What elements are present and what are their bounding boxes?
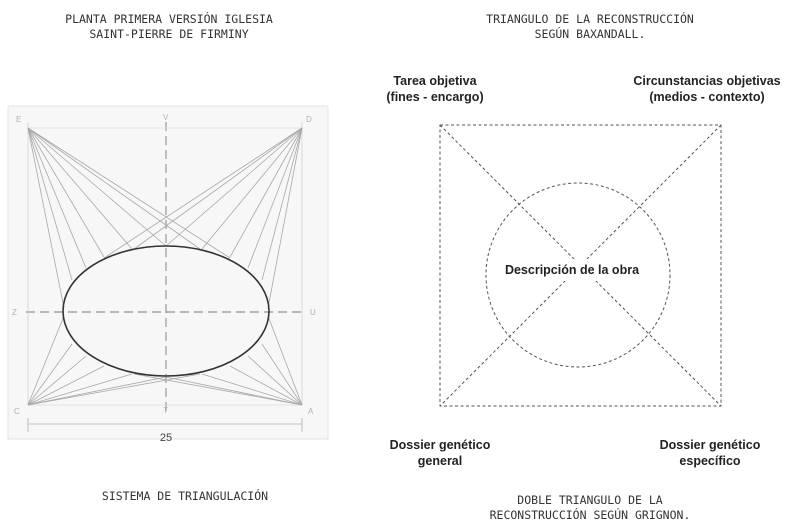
right-title-line-2: SEGÚN BAXANDALL. xyxy=(534,27,646,41)
point-label-top-mid: V xyxy=(163,113,169,122)
node-descripcion-obra: Descripción de la obra xyxy=(474,262,670,278)
point-label-mid-left: Z xyxy=(12,308,17,317)
node-dossier-esp-line-1: Dossier genético xyxy=(659,438,761,452)
node-dossier-gen-line-2: general xyxy=(417,454,463,468)
node-circ-line-2: (medios - contexto) xyxy=(649,90,765,104)
node-dossier-general: Dossier genético general xyxy=(360,437,520,469)
point-label-bottom-mid: T xyxy=(163,406,168,415)
left-diagram-caption: SISTEMA DE TRIANGULACIÓN xyxy=(40,489,330,504)
outer-square xyxy=(439,124,722,407)
point-label-bottom-right: A xyxy=(308,407,314,416)
point-labels: E V D Z U C T A xyxy=(12,113,316,416)
right-title-line-1: TRIANGULO DE LA RECONSTRUCCIÓN xyxy=(486,12,694,26)
oval-plan xyxy=(62,245,270,377)
node-tarea-objetiva: Tarea objetiva (fines - encargo) xyxy=(360,73,510,105)
node-desc-text: Descripción de la obra xyxy=(504,263,640,277)
dimension-label: 25 xyxy=(160,432,172,444)
plan-frame xyxy=(7,105,329,440)
node-circunstancias-objetivas: Circunstancias objetivas (medios - conte… xyxy=(612,73,802,105)
right-diagram-title: TRIANGULO DE LA RECONSTRUCCIÓN SEGÚN BAX… xyxy=(410,12,770,42)
node-dossier-esp-line-2: específico xyxy=(679,454,741,468)
left-title-line-1: PLANTA PRIMERA VERSIÓN IGLESIA xyxy=(65,12,273,26)
right-caption-line-2: RECONSTRUCCIÓN SEGÚN GRIGNON. xyxy=(489,508,691,522)
triangulation-plan: E V D Z U C T A 25 xyxy=(7,105,329,444)
center-circle xyxy=(485,182,671,368)
center-label-backdrop xyxy=(500,259,668,281)
point-label-top-left: E xyxy=(16,115,21,124)
left-caption-text: SISTEMA DE TRIANGULACIÓN xyxy=(101,489,269,503)
triangulation-lines xyxy=(27,127,303,406)
point-label-mid-right: U xyxy=(310,308,316,317)
node-tarea-line-1: Tarea objetiva xyxy=(393,74,477,88)
point-label-bottom-left: C xyxy=(14,407,20,416)
node-tarea-line-2: (fines - encargo) xyxy=(386,90,484,104)
node-dossier-gen-line-1: Dossier genético xyxy=(389,438,491,452)
right-caption-line-1: DOBLE TRIANGULO DE LA xyxy=(517,493,663,507)
right-diagram-caption: DOBLE TRIANGULO DE LA RECONSTRUCCIÓN SEG… xyxy=(420,493,760,523)
left-diagram-title: PLANTA PRIMERA VERSIÓN IGLESIA SAINT-PIE… xyxy=(10,12,328,42)
node-dossier-especifico: Dossier genético específico xyxy=(630,437,790,469)
node-circ-line-1: Circunstancias objetivas xyxy=(633,74,781,88)
point-label-top-right: D xyxy=(306,115,312,124)
left-title-line-2: SAINT-PIERRE DE FIRMINY xyxy=(89,27,249,41)
